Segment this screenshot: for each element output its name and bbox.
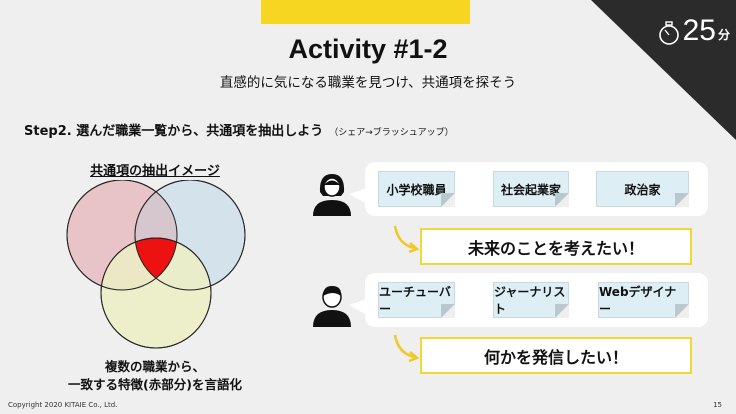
common-trait-box: 何かを発信したい！: [420, 337, 692, 374]
woman-icon: [313, 174, 351, 216]
job-tag: 政治家: [596, 171, 689, 207]
job-bubble-2: ユーチューバー ジャーナリスト Webデザイナー: [349, 273, 708, 327]
job-tag: ユーチューバー: [378, 282, 455, 318]
accent-bar: [261, 0, 470, 24]
caption-line-1: 複数の職業から、: [104, 359, 205, 374]
copyright: Copyright 2020 KITAIE Co., Ltd.: [8, 401, 118, 409]
man-icon: [313, 286, 351, 327]
step-label: Step2. 選んだ職業一覧から、共通項を抽出しよう: [24, 124, 324, 139]
timer-value: 25: [682, 14, 716, 47]
job-tag: ジャーナリスト: [493, 282, 569, 318]
job-tag: Webデザイナー: [598, 282, 689, 318]
step-note: （シェア→ブラッシュアップ）: [329, 128, 454, 138]
corner-triangle: [591, 0, 736, 140]
timer-unit: 分: [717, 28, 730, 42]
timer: 25 分: [657, 16, 730, 46]
venn-title: 共通項の抽出イメージ: [90, 164, 220, 179]
step-heading: Step2. 選んだ職業一覧から、共通項を抽出しよう （シェア→ブラッシュアップ…: [24, 120, 454, 139]
page-number: 15: [713, 401, 722, 409]
curved-arrow-icon: [393, 334, 420, 363]
curved-arrow-icon: [393, 225, 420, 254]
venn-diagram: [66, 180, 246, 349]
job-tag: 小学校職員: [378, 171, 455, 207]
page-subtitle: 直感的に気になる職業を見つけ、共通項を探そう: [219, 75, 517, 91]
stopwatch-icon: [658, 21, 679, 45]
page-title: Activity #1-2: [288, 34, 448, 64]
common-trait-box: 未来のことを考えたい！: [420, 228, 692, 265]
caption-line-2: 一致する特徴(赤部分)を言語化: [68, 377, 242, 392]
venn-caption: 複数の職業から、 一致する特徴(赤部分)を言語化: [40, 358, 270, 394]
job-tag: 社会起業家: [493, 171, 569, 207]
job-bubble-1: 小学校職員 社会起業家 政治家: [349, 162, 708, 216]
